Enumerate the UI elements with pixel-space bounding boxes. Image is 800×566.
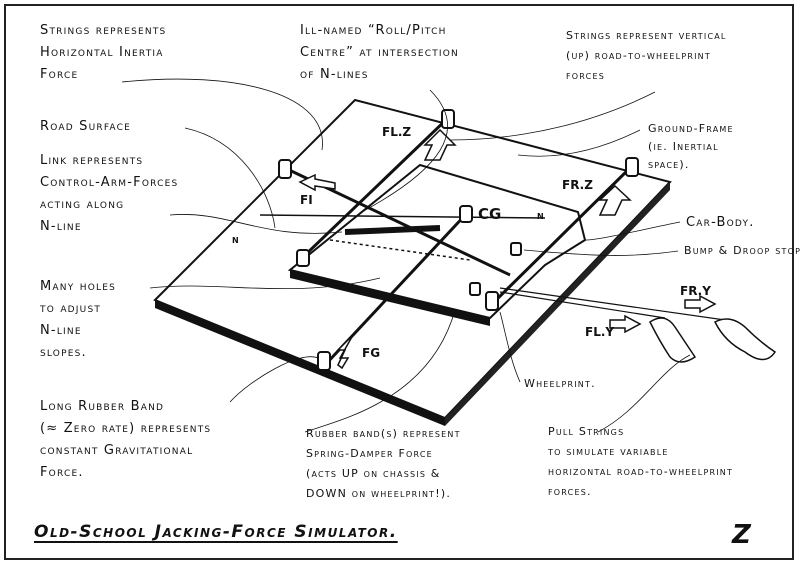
leader-strings-vertical xyxy=(449,91,656,141)
droop-stop xyxy=(469,282,481,296)
force-label-frz: FR.Z xyxy=(562,178,593,192)
leader-roll-pitch xyxy=(359,89,448,214)
post-fr xyxy=(625,157,639,177)
left-upright xyxy=(300,116,450,260)
leader-pull-strings xyxy=(597,354,691,433)
arrow-fi xyxy=(298,173,336,192)
arrow-fly xyxy=(609,314,642,334)
force-label-n-left: n xyxy=(232,232,239,246)
force-label-n-right: n xyxy=(537,208,544,222)
leader-car-body xyxy=(584,221,681,241)
board-side xyxy=(445,182,670,426)
label-strings-vertical: Strings represent vertical(up) road-to-w… xyxy=(566,29,727,82)
leader-rubber-bands xyxy=(304,309,456,433)
leader-link xyxy=(169,214,343,234)
hand-right xyxy=(714,318,777,361)
post-fg xyxy=(317,351,331,371)
label-bump-droop: Bump & Droop stops. xyxy=(684,244,800,257)
force-label-fi: FI xyxy=(300,193,313,207)
arrow-fry xyxy=(684,294,717,314)
diagram-title: Old-School Jacking-Force Simulator. xyxy=(34,522,398,542)
post-fl xyxy=(441,109,455,129)
link-bar xyxy=(344,225,441,235)
force-label-flz: FL.Z xyxy=(382,125,412,139)
car-body-edge xyxy=(290,270,490,326)
force-label-fry: FR.Y xyxy=(680,284,711,298)
leader-road-surface xyxy=(184,127,276,229)
leader-strings-horizontal xyxy=(121,78,323,151)
leader-bump xyxy=(523,249,679,256)
post-rl xyxy=(278,159,292,179)
post-left-low xyxy=(296,249,310,267)
label-long-rubber-band: Long Rubber Band(≈ Zero rate) represents… xyxy=(40,399,212,480)
leader-long-rubber xyxy=(229,356,319,403)
arrow-frz xyxy=(598,184,632,216)
border-frame xyxy=(4,4,794,560)
label-road-surface: Road Surface xyxy=(40,119,131,134)
force-label-fly: FL.Y xyxy=(585,325,615,339)
right-upright xyxy=(488,164,634,308)
force-label-cg: CG xyxy=(478,205,502,223)
board-edge xyxy=(155,300,445,426)
label-car-body: Car-Body. xyxy=(686,215,755,230)
label-wheelprint: Wheelprint. xyxy=(524,377,596,390)
leader-holes xyxy=(149,277,381,290)
force-label-fg: FG xyxy=(362,346,381,360)
post-wheelprint xyxy=(485,291,499,311)
leader-ground-frame xyxy=(517,129,641,157)
n-line-left xyxy=(259,214,546,219)
arrow-fg xyxy=(336,334,354,370)
post-cg xyxy=(459,205,473,223)
hand-left xyxy=(649,317,697,363)
arrow-flz xyxy=(423,128,457,161)
signature: Z xyxy=(732,520,751,550)
pull-string-bottom xyxy=(499,291,666,319)
bump-stop xyxy=(510,242,522,256)
pull-string-top xyxy=(499,287,726,321)
leader-wheelprint xyxy=(499,311,521,383)
